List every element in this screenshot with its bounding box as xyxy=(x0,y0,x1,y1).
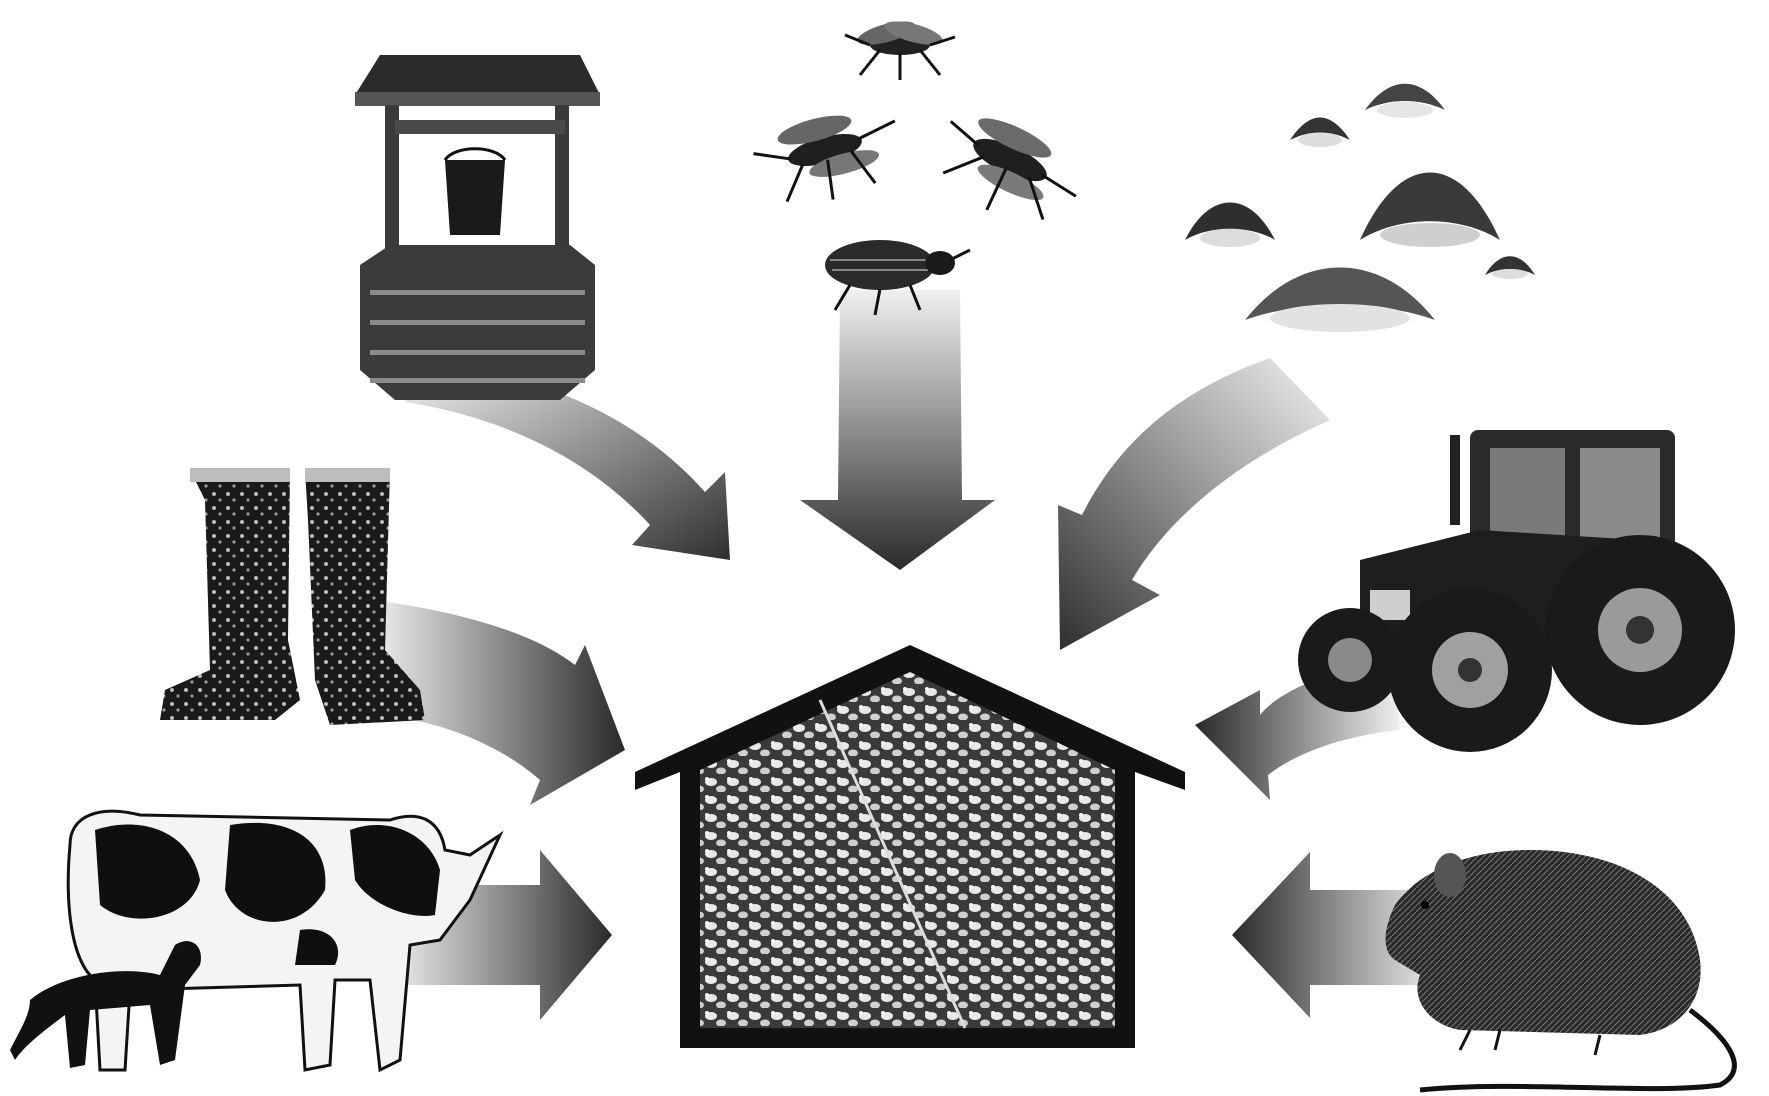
bird-icon xyxy=(1290,117,1350,147)
tractor-front-wheel xyxy=(1388,588,1552,752)
bird-icon xyxy=(1245,267,1435,332)
dog-image xyxy=(10,941,201,1068)
beetle-icon xyxy=(825,240,971,316)
rat-tail xyxy=(1419,1008,1737,1093)
rat-ear xyxy=(1434,853,1466,897)
fly-icon xyxy=(844,21,956,80)
tractor-rear-wheel xyxy=(1545,535,1735,725)
rat-image xyxy=(1385,850,1737,1093)
fly-icon xyxy=(753,115,896,203)
tractor-image xyxy=(1298,430,1735,752)
arrow-from-well xyxy=(405,365,730,560)
bird-icon xyxy=(1365,83,1445,118)
bird-icon xyxy=(1485,256,1535,279)
wild-birds-image xyxy=(1185,83,1535,332)
well-image xyxy=(355,55,600,400)
rubber-boots-image xyxy=(160,468,425,725)
arrow-from-birds xyxy=(1058,358,1330,650)
arrow-from-insects xyxy=(800,290,995,570)
cow-image xyxy=(66,809,504,1073)
bird-icon xyxy=(1185,202,1275,247)
feeder-line xyxy=(818,699,967,1029)
arrow-from-rat xyxy=(1232,852,1440,1018)
arrow-from-boots xyxy=(372,600,625,805)
bird-icon xyxy=(1360,172,1500,247)
flies-and-beetle-image xyxy=(753,21,1077,316)
chicken-flock xyxy=(700,672,1115,1028)
poultry-house xyxy=(635,645,1185,1048)
fly-icon xyxy=(942,118,1077,220)
